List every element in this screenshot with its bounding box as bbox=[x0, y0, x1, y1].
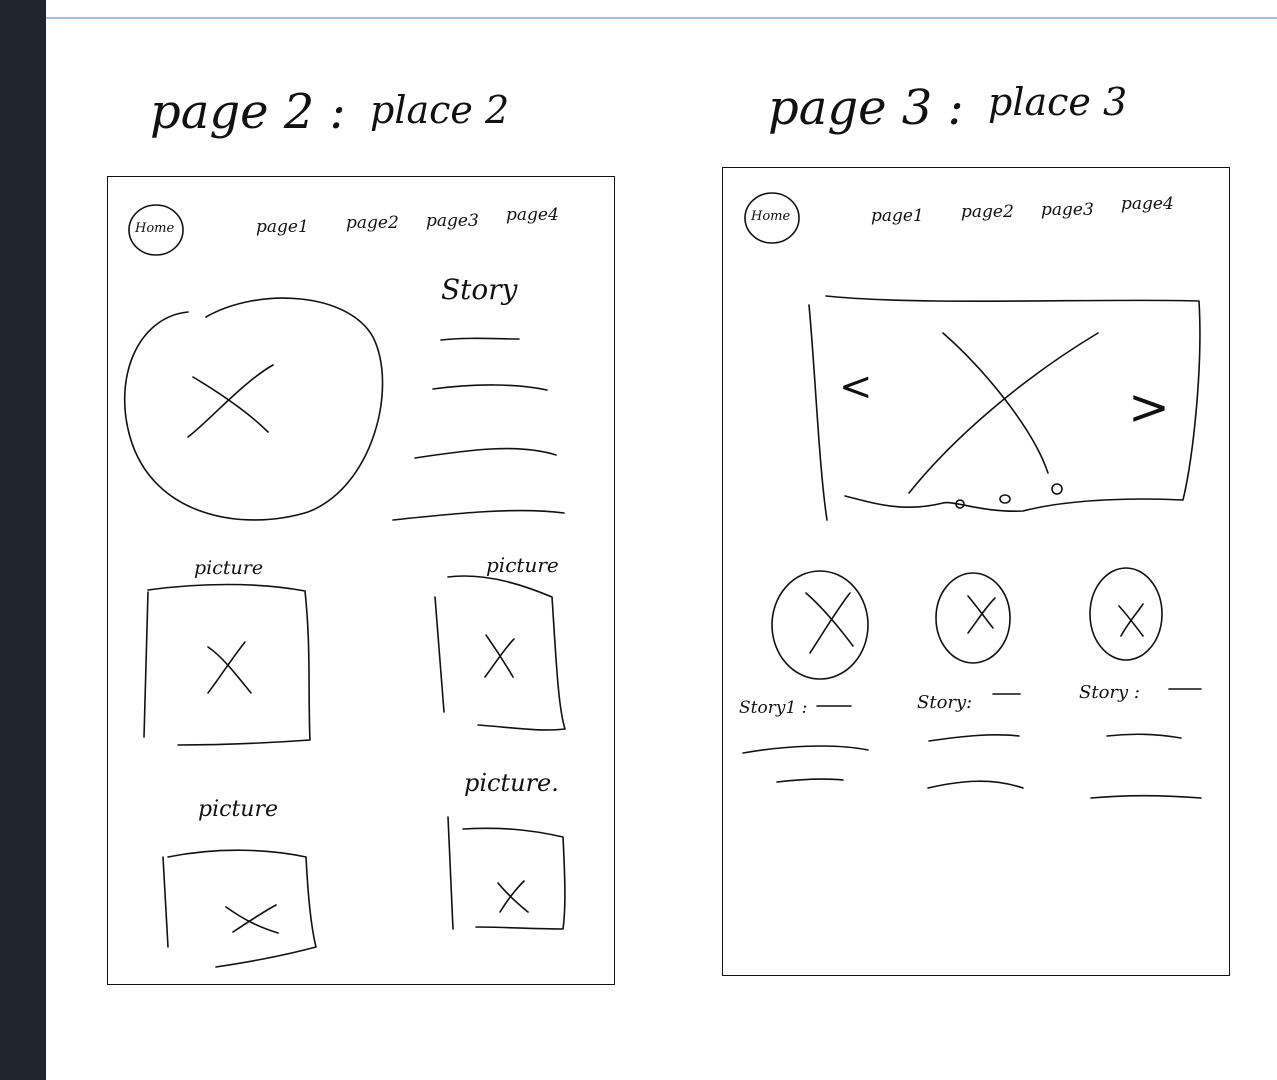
story-title: Story bbox=[441, 273, 518, 306]
image-placeholder-icon bbox=[497, 880, 529, 913]
image-placeholder-icon bbox=[908, 332, 1099, 494]
carousel-dot bbox=[1051, 483, 1063, 495]
story-label: Story : bbox=[1079, 682, 1140, 703]
story-line bbox=[440, 337, 520, 341]
image-placeholder-icon bbox=[805, 592, 854, 654]
page3-nav-item[interactable]: page3 bbox=[1041, 200, 1094, 220]
image-placeholder-icon bbox=[967, 595, 996, 634]
carousel-dot bbox=[955, 499, 965, 509]
page2-wireframe: Home page1 page2 page3 page4 Story pictu… bbox=[107, 176, 615, 985]
page2-logo[interactable]: Home bbox=[135, 221, 175, 236]
page2-nav-item[interactable]: page1 bbox=[256, 217, 309, 237]
carousel-next-arrow[interactable]: > bbox=[1128, 378, 1170, 436]
page3-nav-item[interactable]: page4 bbox=[1121, 194, 1174, 214]
picture-frame bbox=[162, 849, 317, 968]
thumb-circle bbox=[771, 570, 869, 680]
left-sidebar bbox=[0, 0, 46, 1080]
page3-wireframe: Home page1 page2 page3 page4 < > Story1 … bbox=[722, 167, 1230, 976]
picture-frame bbox=[434, 575, 566, 731]
picture-label: picture bbox=[194, 557, 264, 579]
page2-nav-item[interactable]: page3 bbox=[426, 211, 479, 231]
page3-nav-item[interactable]: page2 bbox=[961, 202, 1014, 222]
thumb-circle bbox=[935, 572, 1011, 664]
image-placeholder-icon bbox=[225, 904, 279, 934]
picture-label: picture bbox=[198, 797, 278, 822]
story-line bbox=[742, 745, 869, 754]
story-label: Story1 : bbox=[739, 698, 808, 718]
story-line bbox=[414, 447, 557, 459]
picture-label: picture bbox=[486, 553, 559, 577]
story-line bbox=[776, 778, 844, 783]
image-placeholder-icon bbox=[484, 634, 515, 678]
picture-frame bbox=[143, 583, 311, 746]
page3-sketch-lines bbox=[742, 192, 1202, 799]
image-placeholder-icon bbox=[1118, 603, 1144, 637]
page3-nav-item[interactable]: page1 bbox=[871, 206, 924, 226]
story-line bbox=[927, 780, 1024, 789]
story-line bbox=[392, 509, 565, 521]
page2-heading: page 2 : bbox=[150, 84, 346, 140]
page3-logo[interactable]: Home bbox=[751, 209, 791, 224]
hero-blob bbox=[123, 297, 384, 521]
image-placeholder-icon bbox=[187, 364, 274, 438]
story-label: Story: bbox=[917, 692, 973, 713]
picture-frame bbox=[447, 816, 566, 930]
carousel-prev-arrow[interactable]: < bbox=[839, 364, 873, 410]
page2-nav-item[interactable]: page2 bbox=[346, 213, 399, 233]
top-divider bbox=[46, 17, 1277, 19]
page2-subheading: place 2 bbox=[370, 88, 510, 132]
carousel-dot bbox=[999, 494, 1011, 504]
page3-subheading: place 3 bbox=[988, 80, 1128, 124]
story-line bbox=[1106, 733, 1182, 739]
story-line bbox=[928, 734, 1020, 742]
story-line bbox=[432, 384, 548, 391]
page2-sketch-lines bbox=[123, 204, 566, 968]
picture-label: picture. bbox=[464, 769, 559, 797]
thumb-circle bbox=[1089, 567, 1163, 661]
page2-nav-item[interactable]: page4 bbox=[506, 205, 559, 225]
story-line bbox=[1090, 794, 1202, 799]
image-placeholder-icon bbox=[207, 641, 252, 694]
page3-heading: page 3 : bbox=[768, 80, 964, 136]
